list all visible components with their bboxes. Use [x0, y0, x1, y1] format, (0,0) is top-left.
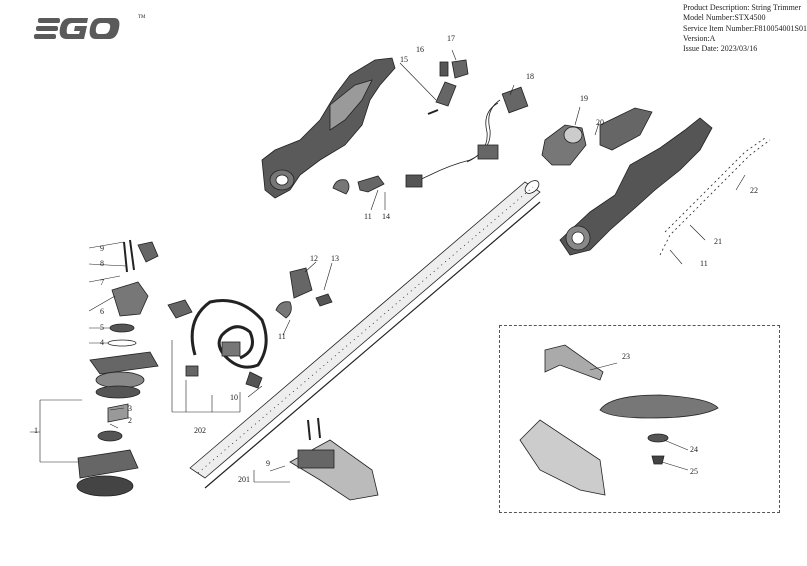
shaft-tube-part	[189, 180, 541, 479]
version: Version:A	[683, 33, 716, 43]
front-handle-part	[167, 299, 268, 389]
callout-3: 3	[128, 404, 132, 413]
callout-16: 16	[416, 45, 424, 54]
callout-6: 6	[100, 307, 104, 316]
leader-lines	[30, 49, 746, 483]
product-info-block: Product Description: String Trimmer Mode…	[683, 3, 807, 54]
callout-14: 14	[382, 212, 390, 221]
callout-17: 17	[447, 34, 455, 43]
upper-housing-part	[261, 57, 396, 199]
ego-logo	[34, 18, 120, 39]
callout-11-latch: 11	[364, 212, 372, 221]
callout-5: 5	[100, 323, 104, 332]
callout-4: 4	[100, 338, 104, 347]
callout-20: 20	[596, 118, 604, 127]
service-item-number: Service Item Number:F810054001S01	[683, 23, 807, 33]
accessory-parts	[519, 344, 719, 496]
wire-harness-part	[405, 86, 529, 188]
callout-12: 12	[310, 254, 318, 263]
guard-mount-part	[289, 417, 379, 501]
model-number: Model Number:STX4500	[683, 13, 766, 23]
callout-24: 24	[690, 445, 698, 454]
callout-9-lower: 9	[266, 459, 270, 468]
callout-11-handle: 11	[278, 332, 286, 341]
drive-shaft-part	[204, 201, 541, 489]
callout-2: 2	[128, 416, 132, 425]
latch-parts	[332, 175, 385, 195]
callout-10: 10	[230, 393, 238, 402]
accessory-kit-box	[499, 325, 780, 513]
callout-19: 19	[580, 94, 588, 103]
callout-7: 7	[100, 278, 104, 287]
callout-1: 1	[34, 426, 38, 435]
callout-9: 9	[100, 244, 104, 253]
product-description: Product Description: String Trimmer	[683, 3, 801, 12]
callout-15: 15	[400, 55, 408, 64]
trigger-parts	[427, 59, 469, 115]
lower-housing-part	[559, 107, 713, 256]
callout-22: 22	[750, 186, 758, 195]
screw-set	[659, 137, 771, 256]
callout-201: 201	[238, 475, 250, 484]
trimmer-head-parts	[76, 239, 159, 497]
callout-18: 18	[526, 72, 534, 81]
callout-25: 25	[690, 467, 698, 476]
callout-11-screws: 11	[700, 259, 708, 268]
issue-date: Issue Date: 2023/03/16	[683, 44, 758, 54]
callout-21: 21	[714, 237, 722, 246]
clamp-parts	[275, 267, 333, 319]
callout-13: 13	[331, 254, 339, 263]
trademark-mark: TM	[138, 15, 146, 20]
callout-8: 8	[100, 259, 104, 268]
callout-202: 202	[194, 426, 206, 435]
motor-part	[541, 124, 587, 166]
callout-23: 23	[622, 352, 630, 361]
